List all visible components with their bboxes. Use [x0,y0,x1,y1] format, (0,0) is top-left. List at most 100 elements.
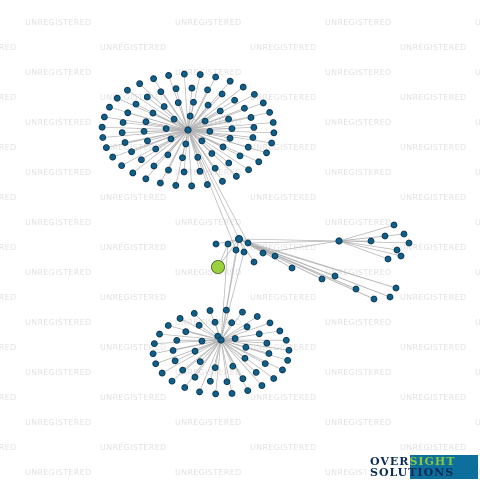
graph-edge [187,129,249,244]
graph-edge [262,240,340,254]
graph-node [190,98,197,106]
graph-node [225,115,232,123]
graph-node [194,153,202,161]
graph-node [188,182,196,190]
graph-edge [220,339,228,382]
graph-node [150,162,158,170]
graph-node [109,153,117,161]
graph-edge [220,339,246,359]
graph-edge [187,129,249,148]
graph-node [156,330,163,338]
graph-edge [179,318,222,341]
graph-edge [187,129,240,240]
graph-node [167,135,175,143]
graph-edge [167,129,189,156]
node-group [98,70,413,398]
graph-node [129,169,137,177]
graph-node [226,77,234,85]
graph-node [259,249,267,257]
graph-edge [155,339,222,365]
graph-edge [247,242,323,280]
graph-node [232,246,240,254]
graph-edge [220,333,260,341]
graph-edge [187,129,237,251]
graph-edge [183,129,189,172]
graph-edge [166,128,189,131]
graph-node [236,152,244,160]
focus-node [211,260,225,274]
graph-edge [187,129,253,138]
graph-node [124,86,131,94]
graph-node [249,134,257,141]
graph-node [228,125,236,133]
graph-edge [220,339,246,348]
graph-edge [152,112,189,131]
graph-node [258,382,266,389]
graph-node [397,252,405,260]
graph-node [140,127,148,135]
graph-node [211,364,219,371]
graph-edge [247,240,340,244]
graph-node [165,166,172,174]
graph-node [196,71,204,78]
graph-node [160,103,168,110]
graph-node [282,336,290,344]
graph-edge [338,240,402,257]
graph-node [170,115,178,123]
graph-node [263,149,270,157]
graph-edge [132,129,189,174]
graph-edge [220,339,266,364]
graph-edge [187,129,210,132]
graph-edge [175,88,189,131]
graph-edge [220,339,234,367]
graph-node [174,99,182,107]
graph-node [400,230,408,238]
graph-node [284,356,292,364]
graph-node [143,93,151,101]
graph-node [269,119,277,126]
graph-edge [220,251,245,341]
graph-node [259,99,267,107]
hub-node-bottom [217,336,225,344]
graph-node [152,360,160,368]
graph-node [266,319,274,327]
graph-node [239,375,247,383]
graph-node [136,80,144,88]
graph-edge [127,89,189,131]
graph-edge [220,243,229,341]
graph-node [229,362,237,370]
graph-edge [187,93,223,131]
graph-node [196,167,204,175]
graph-edge [247,242,397,289]
graph-node [164,151,172,159]
logo-text-solutions: SOLUTIONS [370,466,455,479]
graph-node [268,139,276,147]
graph-edge [159,333,222,341]
graph-edge [124,129,189,143]
graph-edge [220,339,289,351]
graph-node [156,179,164,187]
graph-node [247,114,255,121]
graph-node [169,347,177,354]
graph-node [211,164,219,172]
graph-node [158,369,166,377]
graph-edge [220,339,263,386]
graph-node [186,112,194,120]
graph-node [224,240,232,248]
graph-node [216,107,224,115]
graph-edge [131,129,189,153]
graph-node [211,318,219,326]
graph-edge [200,339,222,362]
graph-node [172,182,180,189]
graph-edge [238,238,340,242]
graph-node [250,90,258,98]
graph-edge [194,339,222,378]
graph-edge [161,339,222,374]
graph-node [149,109,157,117]
graph-node [244,143,252,151]
graph-edge [199,339,222,392]
graph-node [162,125,170,133]
graph-node [128,148,135,156]
